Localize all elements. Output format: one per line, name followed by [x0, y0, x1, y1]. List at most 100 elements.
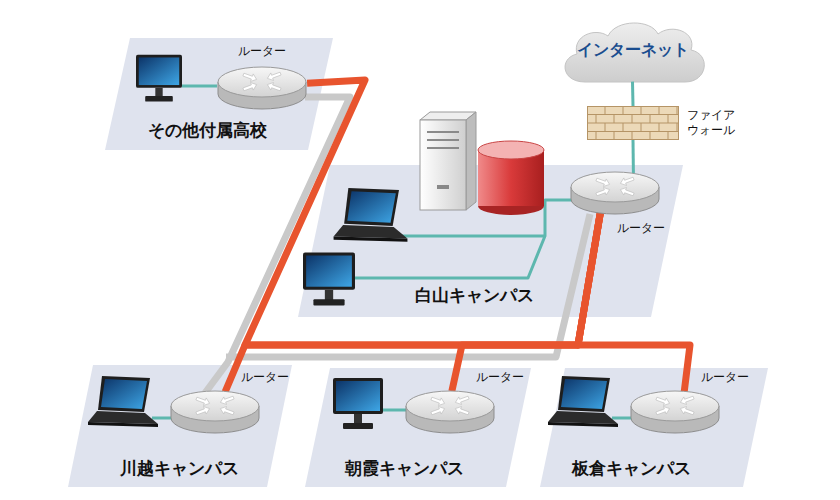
brick-joint: [596, 115, 597, 124]
brick-joint: [659, 106, 660, 115]
campus-name: 白山キャンパス: [415, 285, 534, 305]
router-body: [216, 64, 308, 112]
router-top: [218, 67, 306, 97]
campus-panel: その他付属高校 ルーター: [105, 38, 333, 150]
router-label: ルーター: [701, 370, 749, 384]
router-arrow: [595, 176, 611, 188]
brick-joint: [632, 132, 633, 141]
router-arrow: [219, 394, 235, 406]
network-link: [632, 140, 635, 173]
brick-joint: [614, 115, 615, 124]
router-arrow: [195, 395, 211, 407]
router-label: ルーター: [476, 370, 524, 384]
brick-joint: [614, 132, 615, 141]
brick-joint: [659, 123, 660, 132]
network-link: [631, 82, 635, 106]
server-tower: [420, 112, 476, 210]
router-arrow: [679, 405, 695, 417]
campus-name: 板倉キャンパス: [572, 458, 691, 478]
laptop-pc: [334, 188, 408, 242]
internet-cloud: インターネット: [555, 18, 710, 92]
router-arrow: [619, 186, 635, 198]
router-arrow: [679, 394, 695, 406]
brick-joint: [605, 106, 606, 115]
brick-joint: [668, 132, 669, 141]
router-label: ルーター: [241, 370, 289, 384]
network-link: [225, 213, 600, 392]
cloud-label: インターネット: [577, 40, 689, 59]
brick-joint: [623, 123, 624, 132]
campus-panel: 朝霞キャンパス ルーター: [305, 368, 531, 487]
brick-joint: [641, 123, 642, 132]
router-arrow: [266, 81, 282, 93]
brick-joint: [650, 115, 651, 124]
router-arrow: [655, 395, 671, 407]
router: ルーター: [569, 169, 679, 239]
panel-fill: [68, 365, 292, 487]
router-arrow: [595, 186, 611, 198]
firewall-label: ファイア ウォール: [687, 108, 745, 138]
cloud-fill: [565, 23, 704, 82]
panel-fill: [298, 165, 683, 317]
lan-wire: [152, 86, 632, 418]
router: ルーター: [629, 370, 763, 440]
router-arrow: [454, 405, 470, 417]
router-body: [169, 388, 261, 436]
router-arrow: [454, 394, 470, 406]
brick-joint: [623, 106, 624, 115]
desktop-pc: [303, 252, 355, 305]
router-body: [629, 388, 721, 436]
brick-joint: [677, 106, 678, 115]
campus-name: その他付属高校: [148, 120, 267, 140]
brick-joint: [596, 132, 597, 141]
network-link: [452, 213, 600, 391]
database-cylinder: [478, 141, 544, 215]
router: ルーター: [404, 370, 538, 440]
panel-fill: [105, 38, 333, 150]
network-link: [578, 213, 690, 392]
firewall: ファイア ウォール: [587, 106, 749, 148]
router-arrow: [219, 405, 235, 417]
brick-joint: [668, 115, 669, 124]
brick-joint: [587, 123, 679, 124]
brick-joint: [677, 123, 678, 132]
router: ルーター: [216, 44, 300, 114]
wall-fill: [588, 107, 679, 140]
router-top: [571, 172, 659, 202]
router-label: ルーター: [238, 44, 286, 58]
desktop-pc: [136, 55, 182, 102]
router-arrow: [266, 70, 282, 82]
router-arrow: [195, 405, 211, 417]
firewall-wall: [587, 106, 679, 140]
laptop-pc: [548, 376, 618, 427]
brick-joint: [632, 115, 633, 124]
campus-name: 朝霞キャンパス: [345, 458, 464, 478]
router-arrow: [619, 175, 635, 187]
router-top: [171, 391, 259, 421]
router-label: ルーター: [617, 221, 665, 235]
network-link: [245, 80, 600, 345]
panel-fill: [305, 368, 531, 487]
router: ルーター: [169, 370, 303, 440]
router-body: [404, 388, 496, 436]
panel-fill: [540, 368, 768, 487]
router-arrow: [430, 405, 446, 417]
brick-joint: [587, 114, 679, 115]
router-arrow: [655, 405, 671, 417]
router-top: [631, 391, 719, 421]
campus-panel: 白山キャンパス ルーター: [298, 165, 683, 317]
router-arrow: [242, 71, 258, 83]
brick-joint: [650, 132, 651, 141]
router-arrow: [242, 81, 258, 93]
laptop-pc: [88, 376, 158, 427]
router-arrow: [430, 395, 446, 407]
brick-joint: [641, 106, 642, 115]
campus-panel: 板倉キャンパス ルーター: [540, 368, 768, 487]
brick-joint: [605, 123, 606, 132]
router-top: [406, 391, 494, 421]
backbone-line-gray: [205, 97, 590, 393]
campus-name: 川越キャンパス: [120, 458, 239, 478]
campus-panel: 川越キャンパス ルーター: [68, 365, 292, 487]
